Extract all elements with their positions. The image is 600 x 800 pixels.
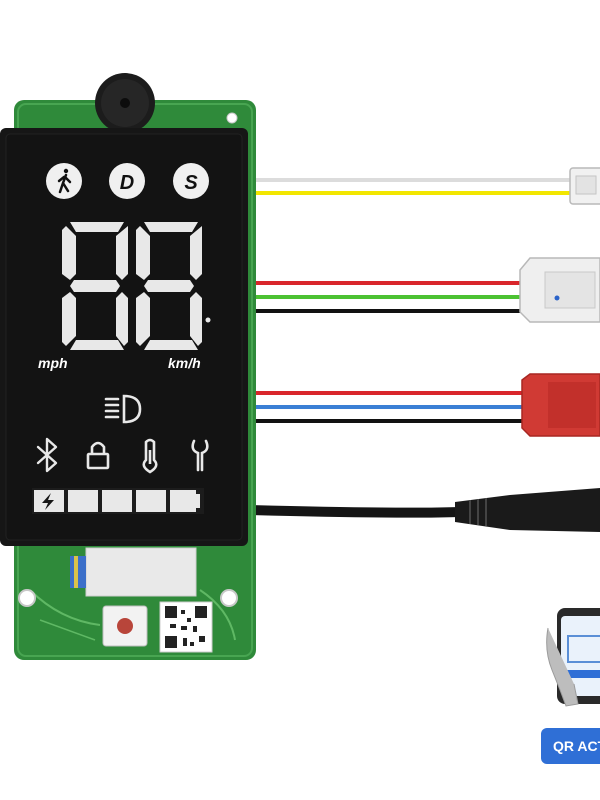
data-cable [245, 488, 600, 532]
thermometer-icon [142, 438, 158, 474]
speed-digits [62, 222, 211, 350]
connector-white-small [569, 167, 600, 205]
phone-illustration [546, 608, 600, 707]
speed-digit-tens [62, 222, 128, 350]
speed-digit-ones [136, 222, 202, 350]
buzzer [95, 73, 155, 134]
battery-segment [102, 490, 132, 512]
wire-group-3 [250, 391, 525, 423]
battery-segment [170, 490, 200, 512]
battery-segment [68, 490, 98, 512]
qr-activation-badge: QR ACTIVATION [541, 728, 600, 764]
pedestrian-mode-indicator [46, 163, 82, 199]
sport-mode-indicator [173, 163, 209, 199]
connector-red [521, 373, 600, 437]
battery-indicator [32, 488, 204, 514]
bluetooth-icon [36, 437, 58, 473]
pedestrian-mode-icon [57, 168, 72, 194]
wire-group-1 [250, 178, 575, 195]
drive-mode-indicator [109, 163, 145, 199]
connector-white-large [519, 257, 600, 323]
battery-segment [136, 490, 166, 512]
wire-group-2 [250, 281, 530, 313]
wrench-icon [191, 439, 209, 472]
headlight-icon [104, 394, 142, 424]
lock-icon [86, 441, 110, 470]
battery-bolt-icon [42, 493, 54, 510]
